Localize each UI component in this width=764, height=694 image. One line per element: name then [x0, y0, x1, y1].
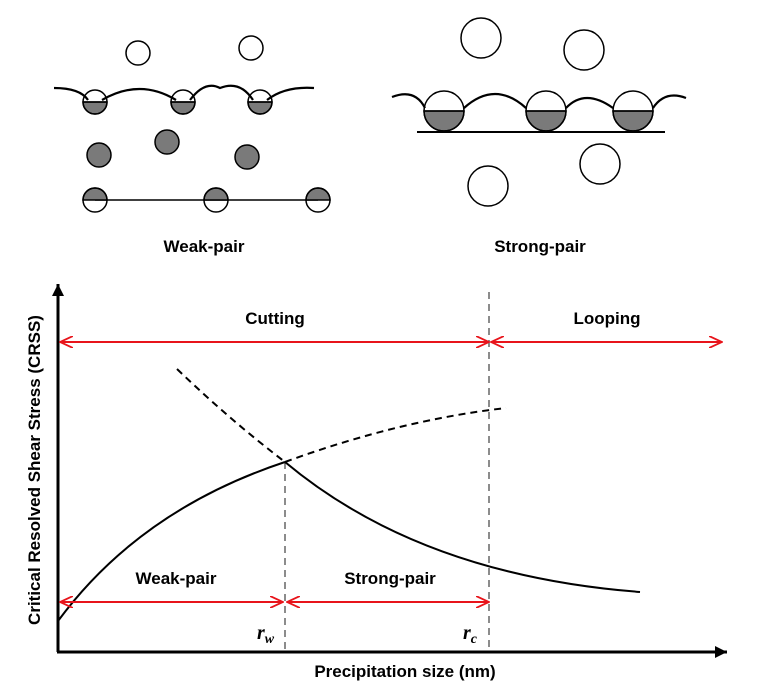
leading-dislocation — [53, 84, 315, 101]
precipitate-uncut — [125, 40, 151, 66]
precipitate-uncut — [563, 29, 605, 71]
weak-pair-caption: Weak-pair — [164, 237, 245, 256]
region-cutting-label: Cutting — [245, 309, 304, 328]
x-axis-label: Precipitation size (nm) — [314, 662, 495, 681]
strong-pair-curve-solid — [284, 461, 641, 593]
strong-pair-curve-dashed — [176, 368, 286, 463]
precipitate-sheared — [234, 144, 260, 170]
y-axis-label: Critical Resolved Shear Stress (CRSS) — [25, 315, 44, 625]
half-cut-precipitates-top — [82, 89, 273, 115]
rc-label: rc — [463, 622, 478, 647]
rw-label: rw — [257, 622, 275, 647]
region-weak-pair-label: Weak-pair — [136, 569, 217, 588]
strong-pair-caption: Strong-pair — [494, 237, 586, 256]
precipitate-sheared — [154, 129, 180, 155]
region-strong-pair-label: Strong-pair — [344, 569, 436, 588]
half-cut-precipitates-bottom — [82, 187, 331, 213]
precipitate-uncut — [460, 17, 502, 59]
weak-pair-curve-dashed — [284, 407, 507, 463]
precipitate-uncut — [467, 165, 509, 207]
precipitate-uncut — [238, 35, 264, 61]
weak-pair-curve-solid — [57, 461, 286, 622]
precipitate-uncut — [579, 143, 621, 185]
precipitate-sheared — [86, 142, 112, 168]
leading-dislocation — [391, 93, 687, 109]
weak-pair-illustration — [53, 35, 331, 213]
region-looping-label: Looping — [573, 309, 640, 328]
half-cut-precipitates — [423, 90, 654, 132]
strong-pair-illustration — [391, 17, 687, 207]
